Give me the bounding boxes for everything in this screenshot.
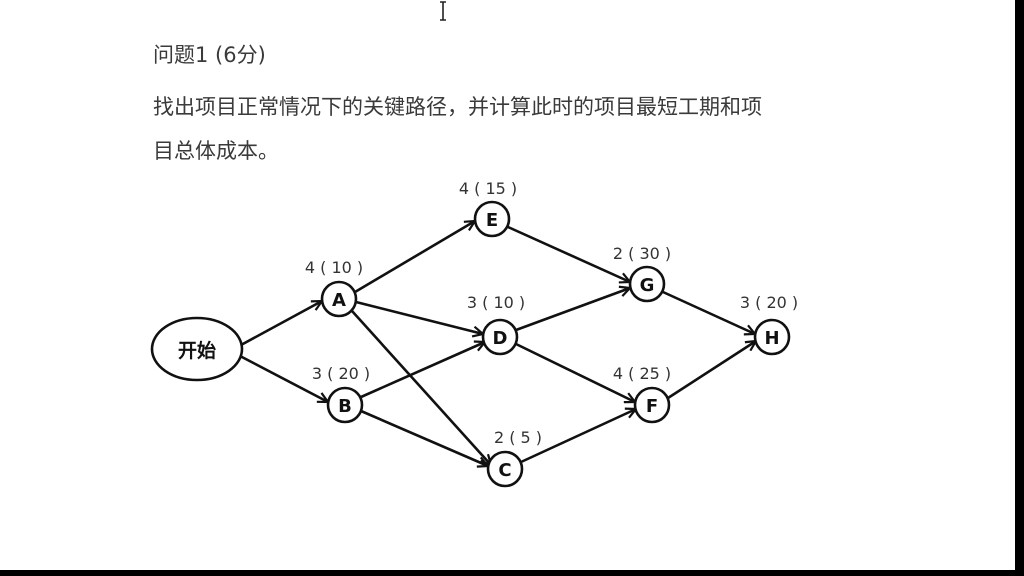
node-h-annotation: 3 ( 20 ) xyxy=(740,293,798,312)
node-e-label: E xyxy=(486,210,498,231)
node-h-label: H xyxy=(764,328,779,349)
edge-d-f xyxy=(515,342,635,402)
node-d-annotation: 3 ( 10 ) xyxy=(467,293,525,312)
node-f: F 4 ( 25 ) xyxy=(613,364,671,424)
node-f-annotation: 4 ( 25 ) xyxy=(613,364,671,383)
node-a-annotation: 4 ( 10 ) xyxy=(305,258,363,277)
node-h: H 3 ( 20 ) xyxy=(740,293,798,356)
edge-a-c xyxy=(351,310,491,465)
node-c-annotation: 2 ( 5 ) xyxy=(494,428,542,447)
node-a: A 4 ( 10 ) xyxy=(305,258,363,318)
node-e-annotation: 4 ( 15 ) xyxy=(459,179,517,198)
node-d: D 3 ( 10 ) xyxy=(467,293,525,356)
edge-f-h xyxy=(667,341,756,400)
node-f-label: F xyxy=(646,396,658,417)
edge-start-b xyxy=(239,354,328,404)
node-e: E 4 ( 15 ) xyxy=(459,179,517,238)
node-c: C 2 ( 5 ) xyxy=(486,428,542,488)
edge-e-g xyxy=(507,225,630,282)
edge-start-a xyxy=(240,301,322,347)
question-line-2: 目总体成本。 xyxy=(153,139,279,163)
node-a-label: A xyxy=(332,290,346,311)
node-b-annotation: 3 ( 20 ) xyxy=(312,364,370,383)
question-title: 问题1 (6分) xyxy=(153,43,266,67)
edge-a-e xyxy=(354,221,475,294)
edge-d-g xyxy=(515,288,630,332)
start-node: 开始 xyxy=(150,316,244,382)
edge-c-f xyxy=(520,409,636,464)
edge-b-c xyxy=(360,409,488,466)
node-g: G 2 ( 30 ) xyxy=(613,244,671,303)
node-g-annotation: 2 ( 30 ) xyxy=(613,244,671,263)
edge-a-d xyxy=(355,300,483,334)
node-d-label: D xyxy=(493,328,508,349)
node-b: B 3 ( 20 ) xyxy=(312,364,370,424)
edge-b-d xyxy=(360,342,485,399)
node-c-label: C xyxy=(498,460,511,481)
start-node-label: 开始 xyxy=(178,339,216,362)
node-b-label: B xyxy=(338,396,352,417)
question-body: 找出项目正常情况下的关键路径，并计算此时的项目最短工期和项 目总体成本。 xyxy=(153,85,873,173)
question-line-1: 找出项目正常情况下的关键路径，并计算此时的项目最短工期和项 xyxy=(153,95,762,119)
edges xyxy=(239,221,756,466)
edge-g-h xyxy=(662,290,755,334)
node-g-label: G xyxy=(640,275,655,296)
text-cursor-icon xyxy=(440,1,446,21)
